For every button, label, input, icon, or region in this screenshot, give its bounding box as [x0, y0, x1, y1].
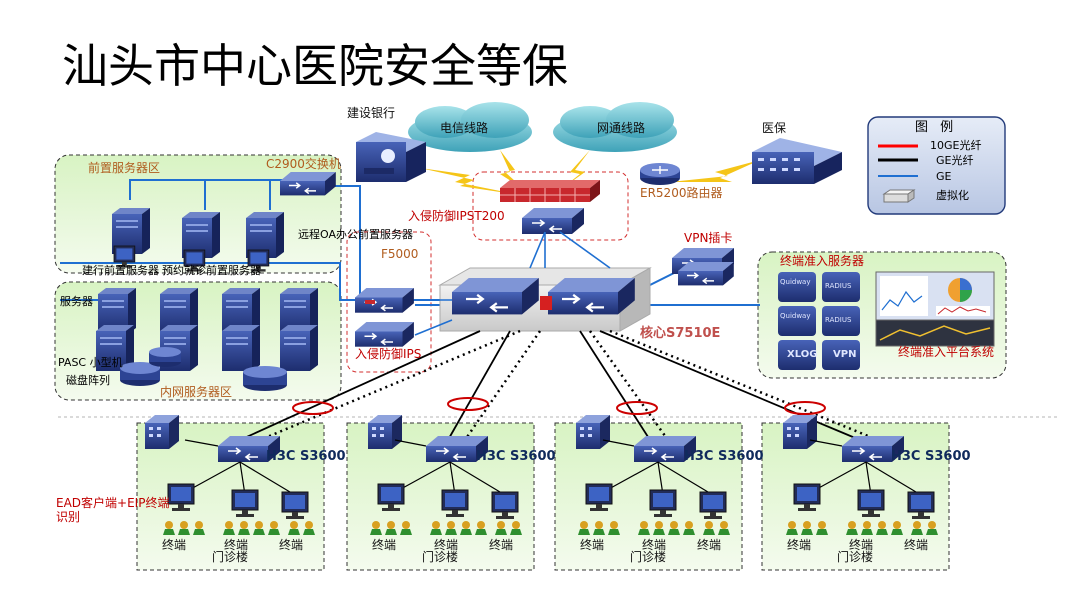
bank-building-icon	[356, 132, 426, 182]
disk-array-label: 磁盘阵列	[66, 374, 110, 387]
front-zone-label: 前置服务器区	[88, 161, 161, 175]
firewall-zone	[472, 171, 629, 241]
hospital-building-icon	[752, 138, 842, 184]
legend-item-10ge: 10GE光纤	[930, 139, 982, 152]
ips-label: 入侵防御IPS	[355, 347, 422, 361]
access-tile-2: RADIUS	[825, 282, 852, 290]
ips-appliance-icon	[354, 321, 415, 348]
b2-building-name: 门诊楼	[422, 550, 459, 564]
b3-building-name: 门诊楼	[630, 550, 667, 564]
b2-terminal-3: 终端	[489, 538, 514, 552]
virtualization-icon	[882, 189, 916, 203]
building-cluster-4	[783, 415, 938, 535]
b3-terminal-2: 终端	[642, 538, 667, 552]
vpn-label: VPN插卡	[684, 231, 733, 245]
b1-terminal-3: 终端	[279, 538, 304, 552]
router-label: ER5200路由器	[640, 186, 723, 200]
server-label: 服务器	[60, 295, 93, 308]
b3-terminal-3: 终端	[697, 538, 722, 552]
building-1-switch-label: H3C S3600	[266, 449, 346, 464]
router-icon	[640, 163, 680, 185]
monitoring-dashboard-icon	[875, 271, 995, 347]
ead-label: EAD客户端+EIP终端识别	[56, 496, 170, 524]
legend-item-ge: GE	[936, 170, 952, 183]
b1-terminal-1: 终端	[162, 538, 187, 552]
medical-insurance-label: 医保	[762, 121, 787, 135]
disk-array-icon	[120, 347, 287, 391]
access-tile-4: RADIUS	[825, 316, 852, 324]
b3-terminal-1: 终端	[580, 538, 605, 552]
access-tile-5: XLOG	[787, 349, 818, 360]
terminal-access-server-icon	[778, 272, 860, 370]
appointment-front-label: 预约就诊前置服务器	[162, 264, 261, 277]
core-to-access-links	[239, 329, 879, 442]
ips-device-icon	[521, 207, 585, 235]
core-ge-links	[414, 231, 611, 336]
bank-label: 建设银行	[347, 106, 396, 120]
pasc-label: PASC 小型机	[58, 356, 123, 369]
core-switch-icon	[438, 267, 652, 332]
access-servers-label: 终端准入服务器	[780, 254, 865, 268]
link-aggregation-rings	[292, 397, 826, 415]
cloud-icon	[408, 102, 532, 152]
legend-box	[867, 116, 1006, 215]
building-3-switch-label: H3C S3600	[684, 449, 764, 464]
remote-oa-label: 远程OA办公前置服务器	[298, 228, 413, 241]
building-cluster-3	[576, 415, 730, 535]
internal-zone-label: 内网服务器区	[160, 385, 233, 399]
b4-building-name: 门诊楼	[837, 550, 874, 564]
access-tile-6: VPN	[833, 349, 857, 360]
c2900-label: C2900交换机	[266, 157, 341, 171]
access-tile-1: Quidway	[780, 278, 811, 286]
cloud-icon	[553, 102, 677, 152]
c2900-switch-icon	[279, 171, 337, 197]
cloud-label-telecom: 电信线路	[440, 121, 489, 135]
b1-terminal-2: 终端	[224, 538, 249, 552]
building-2-switch-label: H3C S3600	[476, 449, 556, 464]
b1-building-name: 门诊楼	[212, 550, 249, 564]
lightning-links	[420, 150, 760, 195]
legend-title: 图 例	[915, 120, 958, 135]
cloud-label-unicom: 网通线路	[597, 121, 646, 135]
legend-item-virtualization: 虚拟化	[936, 189, 969, 202]
b4-terminal-3: 终端	[904, 538, 929, 552]
building-4-switch-label: H3C S3600	[891, 449, 971, 464]
b2-terminal-1: 终端	[372, 538, 397, 552]
building-cluster-1	[145, 415, 315, 535]
vpn-card-icon	[671, 247, 735, 287]
bank-front-label: 建行前置服务器	[82, 264, 159, 277]
access-tile-3: Quidway	[780, 312, 811, 320]
access-platform-label: 终端准入平台系统	[898, 345, 995, 359]
b2-terminal-2: 终端	[434, 538, 459, 552]
b4-terminal-1: 终端	[787, 538, 812, 552]
f5000-label: F5000	[381, 247, 419, 261]
f5000-device-icon	[354, 287, 415, 314]
b4-terminal-2: 终端	[849, 538, 874, 552]
legend-item-gefiber: GE光纤	[936, 154, 974, 167]
building-cluster-2	[368, 415, 522, 535]
core-switch-label: 核心S7510E	[640, 326, 721, 341]
slide-title: 汕头市中心医院安全等保	[62, 39, 568, 93]
firewall-icon	[500, 180, 600, 202]
firewall-label: 入侵防御IPST200	[408, 209, 505, 223]
